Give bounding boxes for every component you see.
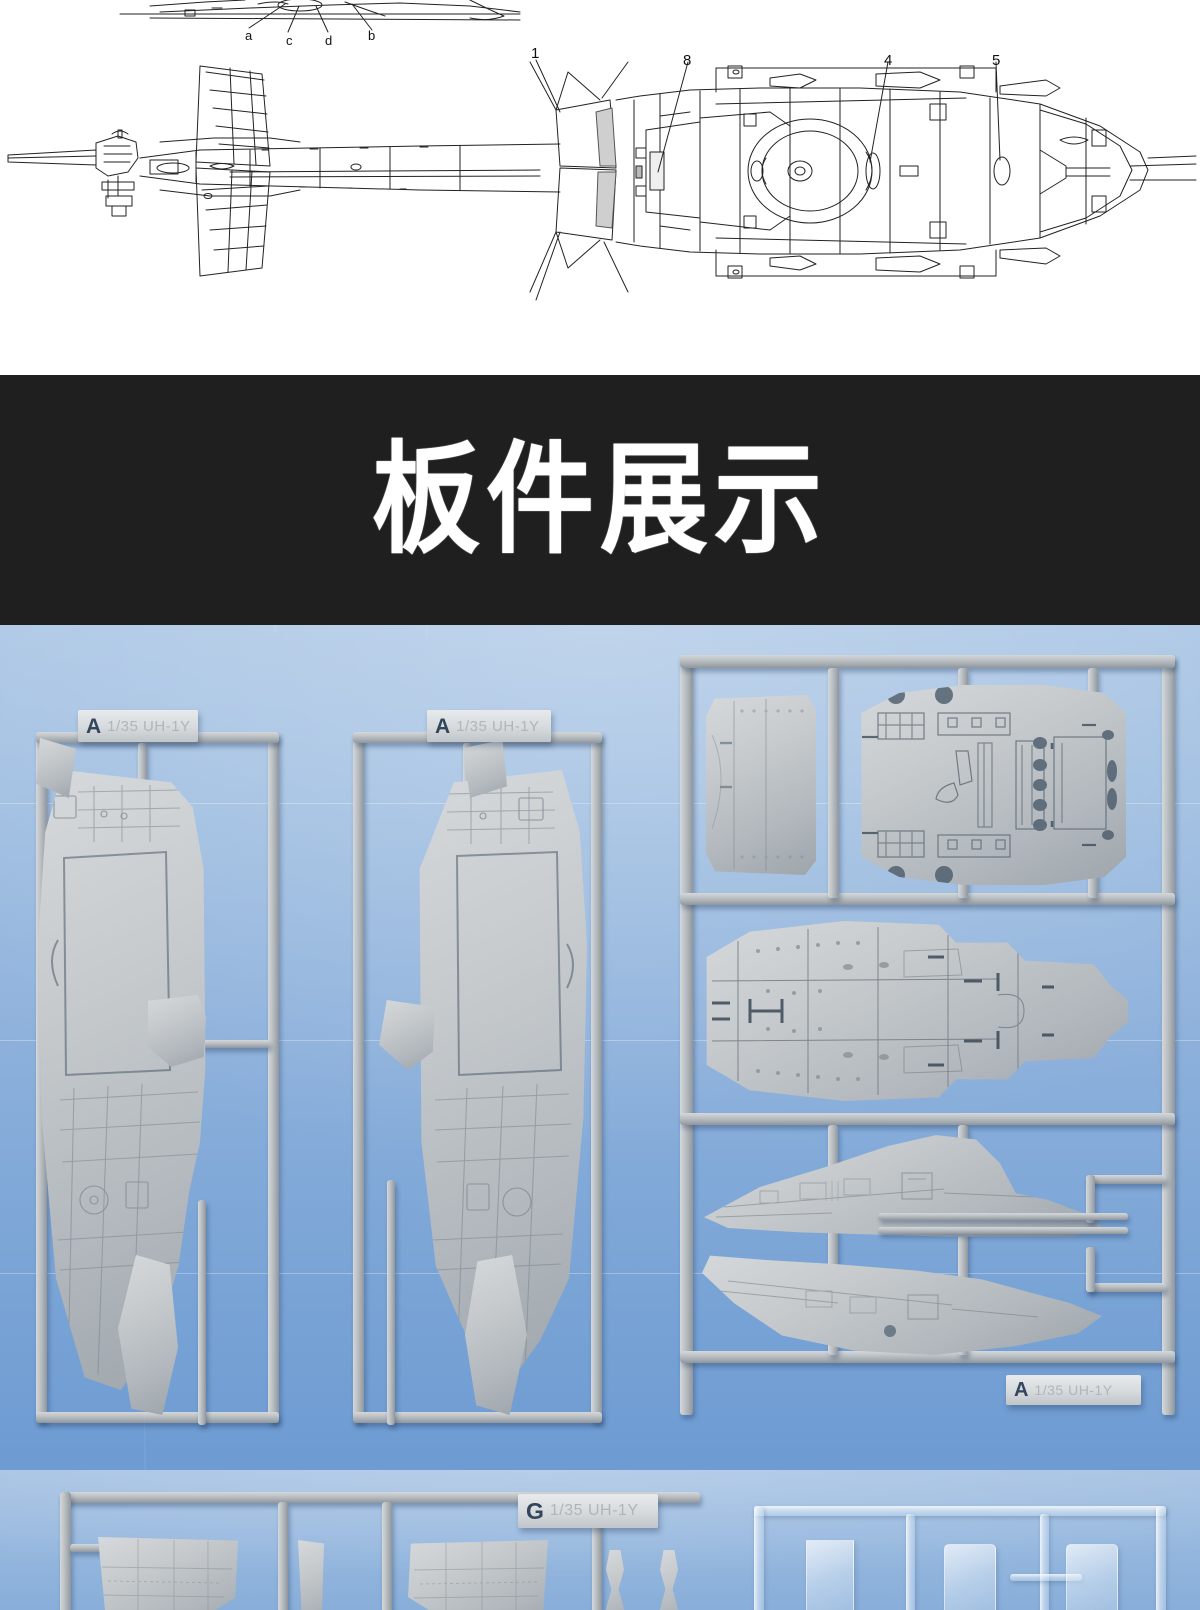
sprue-tag-letter: A [86, 714, 102, 738]
part-panel-lines [862, 686, 1117, 884]
sprue-rail-left [60, 1492, 71, 1610]
clear-rail-inner [1040, 1514, 1049, 1610]
detail-part [660, 1550, 678, 1610]
sprue-photo-bottom: G 1/35 UH-1Y [0, 1470, 1200, 1610]
sprue-rail-inner [382, 1502, 392, 1610]
sprue-tag-text: 1/35 UH-1Y [107, 717, 191, 735]
blueprint-label-a: a [245, 28, 253, 43]
part-panel-lines [413, 1542, 545, 1610]
sprue-a-right: A 1/35 UH-1Y [345, 710, 635, 1430]
part-panel-lines [719, 1280, 1039, 1337]
part-panel-lines [715, 1172, 1035, 1218]
blueprint-callout-4: 4 [884, 52, 893, 69]
clear-rail-top [754, 1506, 1166, 1516]
sponson-lower-part [702, 1255, 1102, 1355]
thin-strut-part [878, 1213, 1128, 1220]
sprue-rail-inner [1086, 1283, 1166, 1292]
cockpit-floor-part [861, 685, 1126, 885]
sprue-rail-right [268, 732, 279, 1422]
sprue-rail-inner [150, 1040, 270, 1048]
sprue-rail-inner [828, 668, 839, 898]
stabiliser-part [98, 1537, 238, 1610]
section-title-banner: 板件展示 [0, 375, 1200, 625]
sprue-tag-text: 1/35 UH-1Y [456, 717, 540, 735]
sprue-photo-main: A 1/35 UH-1Y [0, 625, 1200, 1470]
detail-part [606, 1550, 624, 1610]
part-panel-lines [711, 699, 804, 871]
sprue-rail-inner [828, 1125, 838, 1355]
clear-rail-right [1156, 1506, 1166, 1610]
sprue-rail-inner [592, 1502, 602, 1610]
thin-strut-part [878, 1227, 1128, 1234]
blueprint-label-c: c [286, 33, 293, 48]
blueprint-line-drawing [7, 0, 1197, 301]
sprue-rail-top [680, 655, 1175, 668]
sprue-tag-text: 1/35 UH-1Y [549, 1502, 639, 1519]
sprue-tag: A 1/35 UH-1Y [78, 710, 198, 742]
sprue-rail-inner [1086, 1247, 1095, 1292]
clear-rail-left [754, 1506, 764, 1610]
sprue-rail-inner [387, 1180, 395, 1425]
clear-window-part [806, 1540, 854, 1610]
clear-window-part [1066, 1544, 1118, 1610]
sprue-rail-right [591, 732, 602, 1422]
strut-part [298, 1540, 324, 1610]
clear-rail-inner [1010, 1574, 1082, 1581]
blueprint-callout-5: 5 [992, 52, 1001, 69]
sponson-upper-part [704, 1135, 1104, 1237]
part-panel-lines [101, 1539, 233, 1610]
sprue-rail-left [353, 732, 364, 1422]
sprue-rail-bottom [353, 1412, 602, 1423]
sprue-a-floor: A 1/35 UH-1Y [668, 635, 1188, 1435]
sprue-rail-inner [958, 1125, 968, 1355]
sprue-rail-right [1162, 655, 1175, 1415]
sprue-tag: G 1/35 UH-1Y [518, 1494, 658, 1528]
sprue-rail-inner [1086, 1175, 1166, 1184]
blueprint-callout-1: 1 [531, 45, 540, 62]
sprue-rail-inner [278, 1502, 288, 1610]
sprue-rail-left [680, 655, 693, 1415]
blueprint-label-d: d [325, 33, 333, 48]
sprue-clear [740, 1498, 1190, 1610]
small-part [148, 995, 206, 1067]
sprue-tag: A 1/35 UH-1Y [427, 710, 551, 742]
clear-window-part [944, 1544, 996, 1610]
stabiliser-part [408, 1540, 548, 1610]
part-panel-lines [711, 927, 1054, 1095]
sprue-rail-bottom [36, 1412, 279, 1423]
sprue-tag-letter: A [1014, 1379, 1029, 1401]
sprue-rail-cross [680, 1351, 1175, 1363]
sprue-rail-inner [198, 1200, 206, 1425]
section-title-text: 板件展示 [371, 431, 828, 568]
sprue-tag-letter: A [435, 714, 451, 738]
sprue-tag-letter: G [526, 1497, 544, 1524]
sprue-tag: A 1/35 UH-1Y [1006, 1375, 1141, 1405]
cabin-floor-large-part [706, 921, 1128, 1101]
blueprint-callout-8: 8 [683, 52, 692, 69]
sprue-rail-inner [1086, 1175, 1095, 1223]
small-part [463, 740, 507, 798]
blueprint-section: a c d b 1 8 4 5 [0, 0, 1200, 375]
sprue-tag-text: 1/35 UH-1Y [1034, 1382, 1113, 1398]
sprue-g: G 1/35 UH-1Y [40, 1492, 700, 1610]
sprue-rail-cross [680, 1113, 1175, 1125]
clear-rail-inner [906, 1514, 915, 1610]
sprue-a-left: A 1/35 UH-1Y [30, 710, 310, 1430]
sprue-rail-cross [680, 893, 1175, 905]
cabin-side-panel-part [706, 695, 816, 875]
sprue-rail-top [60, 1492, 700, 1503]
blueprint-label-b: b [368, 28, 376, 43]
